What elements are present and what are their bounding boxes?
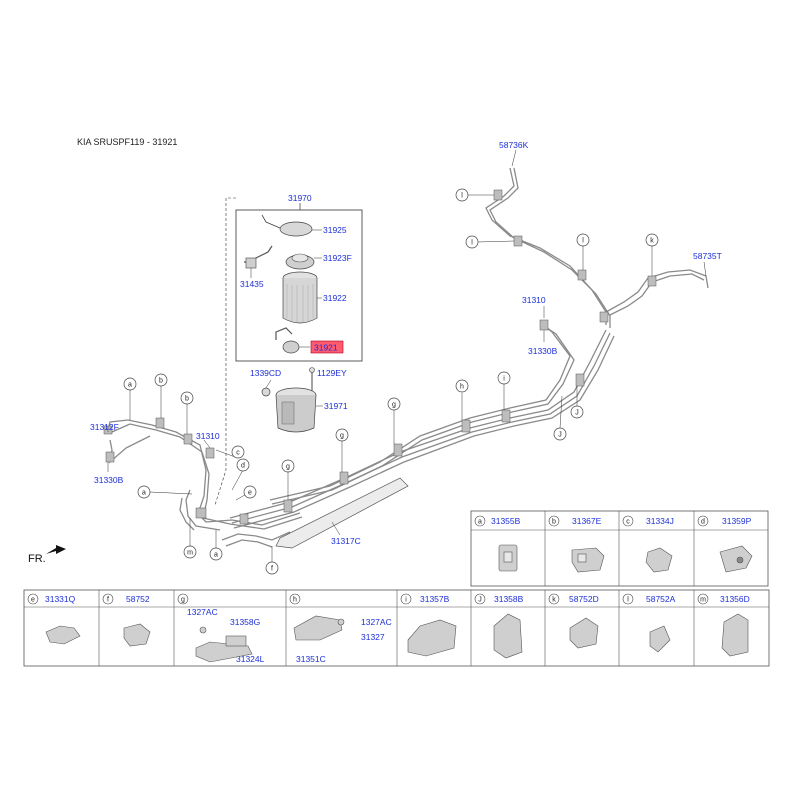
svg-text:31923F: 31923F <box>323 253 352 263</box>
highlight-box-31921 <box>310 340 344 354</box>
page-title: KIA SRUSPF119 - 31921 <box>77 137 178 147</box>
svg-text:m: m <box>187 550 193 557</box>
svg-text:31334J: 31334J <box>646 516 674 526</box>
svg-text:i: i <box>405 597 407 604</box>
svg-text:31351C: 31351C <box>296 654 326 664</box>
svg-text:31355B: 31355B <box>491 516 521 526</box>
svg-text:31310: 31310 <box>196 431 220 441</box>
svg-text:i: i <box>503 376 505 383</box>
diagram-part-labels: 31970 31925 31923F 31435 31922 31921 133… <box>90 140 722 546</box>
svg-text:31970: 31970 <box>288 193 312 203</box>
svg-text:b: b <box>185 396 189 403</box>
svg-text:58736K: 58736K <box>499 140 529 150</box>
svg-text:31359P: 31359P <box>722 516 752 526</box>
svg-text:k: k <box>552 597 556 604</box>
drain-plug-wire <box>275 327 293 340</box>
pipe-clamps <box>103 189 657 525</box>
svg-text:31317C: 31317C <box>331 536 361 546</box>
svg-text:l: l <box>471 240 473 247</box>
filter-assembly-box <box>235 209 363 362</box>
front-arrow-icon <box>46 545 66 554</box>
svg-text:FR.: FR. <box>28 553 46 565</box>
svg-text:31324L: 31324L <box>236 654 265 664</box>
svg-text:31356D: 31356D <box>720 594 750 604</box>
svg-text:f: f <box>271 566 273 573</box>
svg-text:31330B: 31330B <box>94 475 124 485</box>
svg-text:k: k <box>650 238 654 245</box>
svg-text:e: e <box>31 597 35 604</box>
svg-text:31310: 31310 <box>522 295 546 305</box>
svg-text:31435: 31435 <box>240 279 264 289</box>
svg-text:c: c <box>626 519 630 526</box>
svg-text:31358B: 31358B <box>494 594 524 604</box>
svg-text:d: d <box>701 519 705 526</box>
svg-text:31971: 31971 <box>324 401 348 411</box>
svg-text:31330B: 31330B <box>528 346 558 356</box>
svg-text:l: l <box>582 238 584 245</box>
svg-text:31925: 31925 <box>323 225 347 235</box>
svg-text:m: m <box>700 597 706 604</box>
svg-text:58752A: 58752A <box>646 594 676 604</box>
leader-lines <box>107 149 707 562</box>
svg-text:58752D: 58752D <box>569 594 599 604</box>
svg-text:b: b <box>159 378 163 385</box>
svg-text:h: h <box>293 597 297 604</box>
svg-text:b: b <box>552 519 556 526</box>
svg-text:1327AC: 1327AC <box>361 617 392 627</box>
svg-text:a: a <box>128 382 132 389</box>
svg-text:31367E: 31367E <box>572 516 602 526</box>
svg-text:h: h <box>460 384 464 391</box>
upper-right-line <box>485 167 709 328</box>
svg-text:a: a <box>478 519 482 526</box>
parts-table-top: a 31355B b 31367E c 31334J d 31359P <box>470 510 769 587</box>
svg-text:g: g <box>286 464 290 471</box>
parts-table-bottom: e 31331Q f 58752 g h i 31357B J 31358B k… <box>23 589 770 667</box>
svg-text:58752: 58752 <box>126 594 150 604</box>
svg-text:1339CD: 1339CD <box>250 368 281 378</box>
svg-text:a: a <box>142 490 146 497</box>
svg-text:1327AC: 1327AC <box>187 607 218 617</box>
svg-text:31331Q: 31331Q <box>45 594 76 604</box>
svg-text:g: g <box>340 433 344 440</box>
svg-text:l: l <box>627 597 629 604</box>
svg-text:J: J <box>558 432 562 439</box>
svg-text:31357B: 31357B <box>420 594 450 604</box>
svg-text:g: g <box>392 402 396 409</box>
diagram-callouts: a b b c d a e g g g h i J J m a f l l l … <box>123 188 659 575</box>
svg-text:l: l <box>461 193 463 200</box>
svg-text:c: c <box>236 450 240 457</box>
svg-text:31921: 31921 <box>314 343 338 353</box>
svg-text:J: J <box>575 410 579 417</box>
svg-text:e: e <box>248 490 252 497</box>
svg-text:31358G: 31358G <box>230 617 260 627</box>
svg-text:J: J <box>478 597 482 604</box>
filter-element-31922 <box>282 271 318 324</box>
svg-text:d: d <box>241 463 245 470</box>
front-direction-indicator: FR. <box>28 545 66 565</box>
bracket-31925 <box>279 221 313 237</box>
svg-text:1129EY: 1129EY <box>317 368 347 378</box>
svg-text:g: g <box>181 597 185 604</box>
svg-text:31312F: 31312F <box>90 422 119 432</box>
svg-text:31922: 31922 <box>323 293 347 303</box>
svg-text:a: a <box>214 552 218 559</box>
filter-housing-31971 <box>261 367 323 433</box>
filter-assembly <box>214 197 363 506</box>
svg-text:58735T: 58735T <box>693 251 722 261</box>
main-pipe-bundle <box>229 321 615 529</box>
svg-text:31327: 31327 <box>361 632 385 642</box>
bracket-31317C <box>275 477 409 549</box>
svg-text:f: f <box>107 597 109 604</box>
drain-plug-31921 <box>282 340 300 354</box>
